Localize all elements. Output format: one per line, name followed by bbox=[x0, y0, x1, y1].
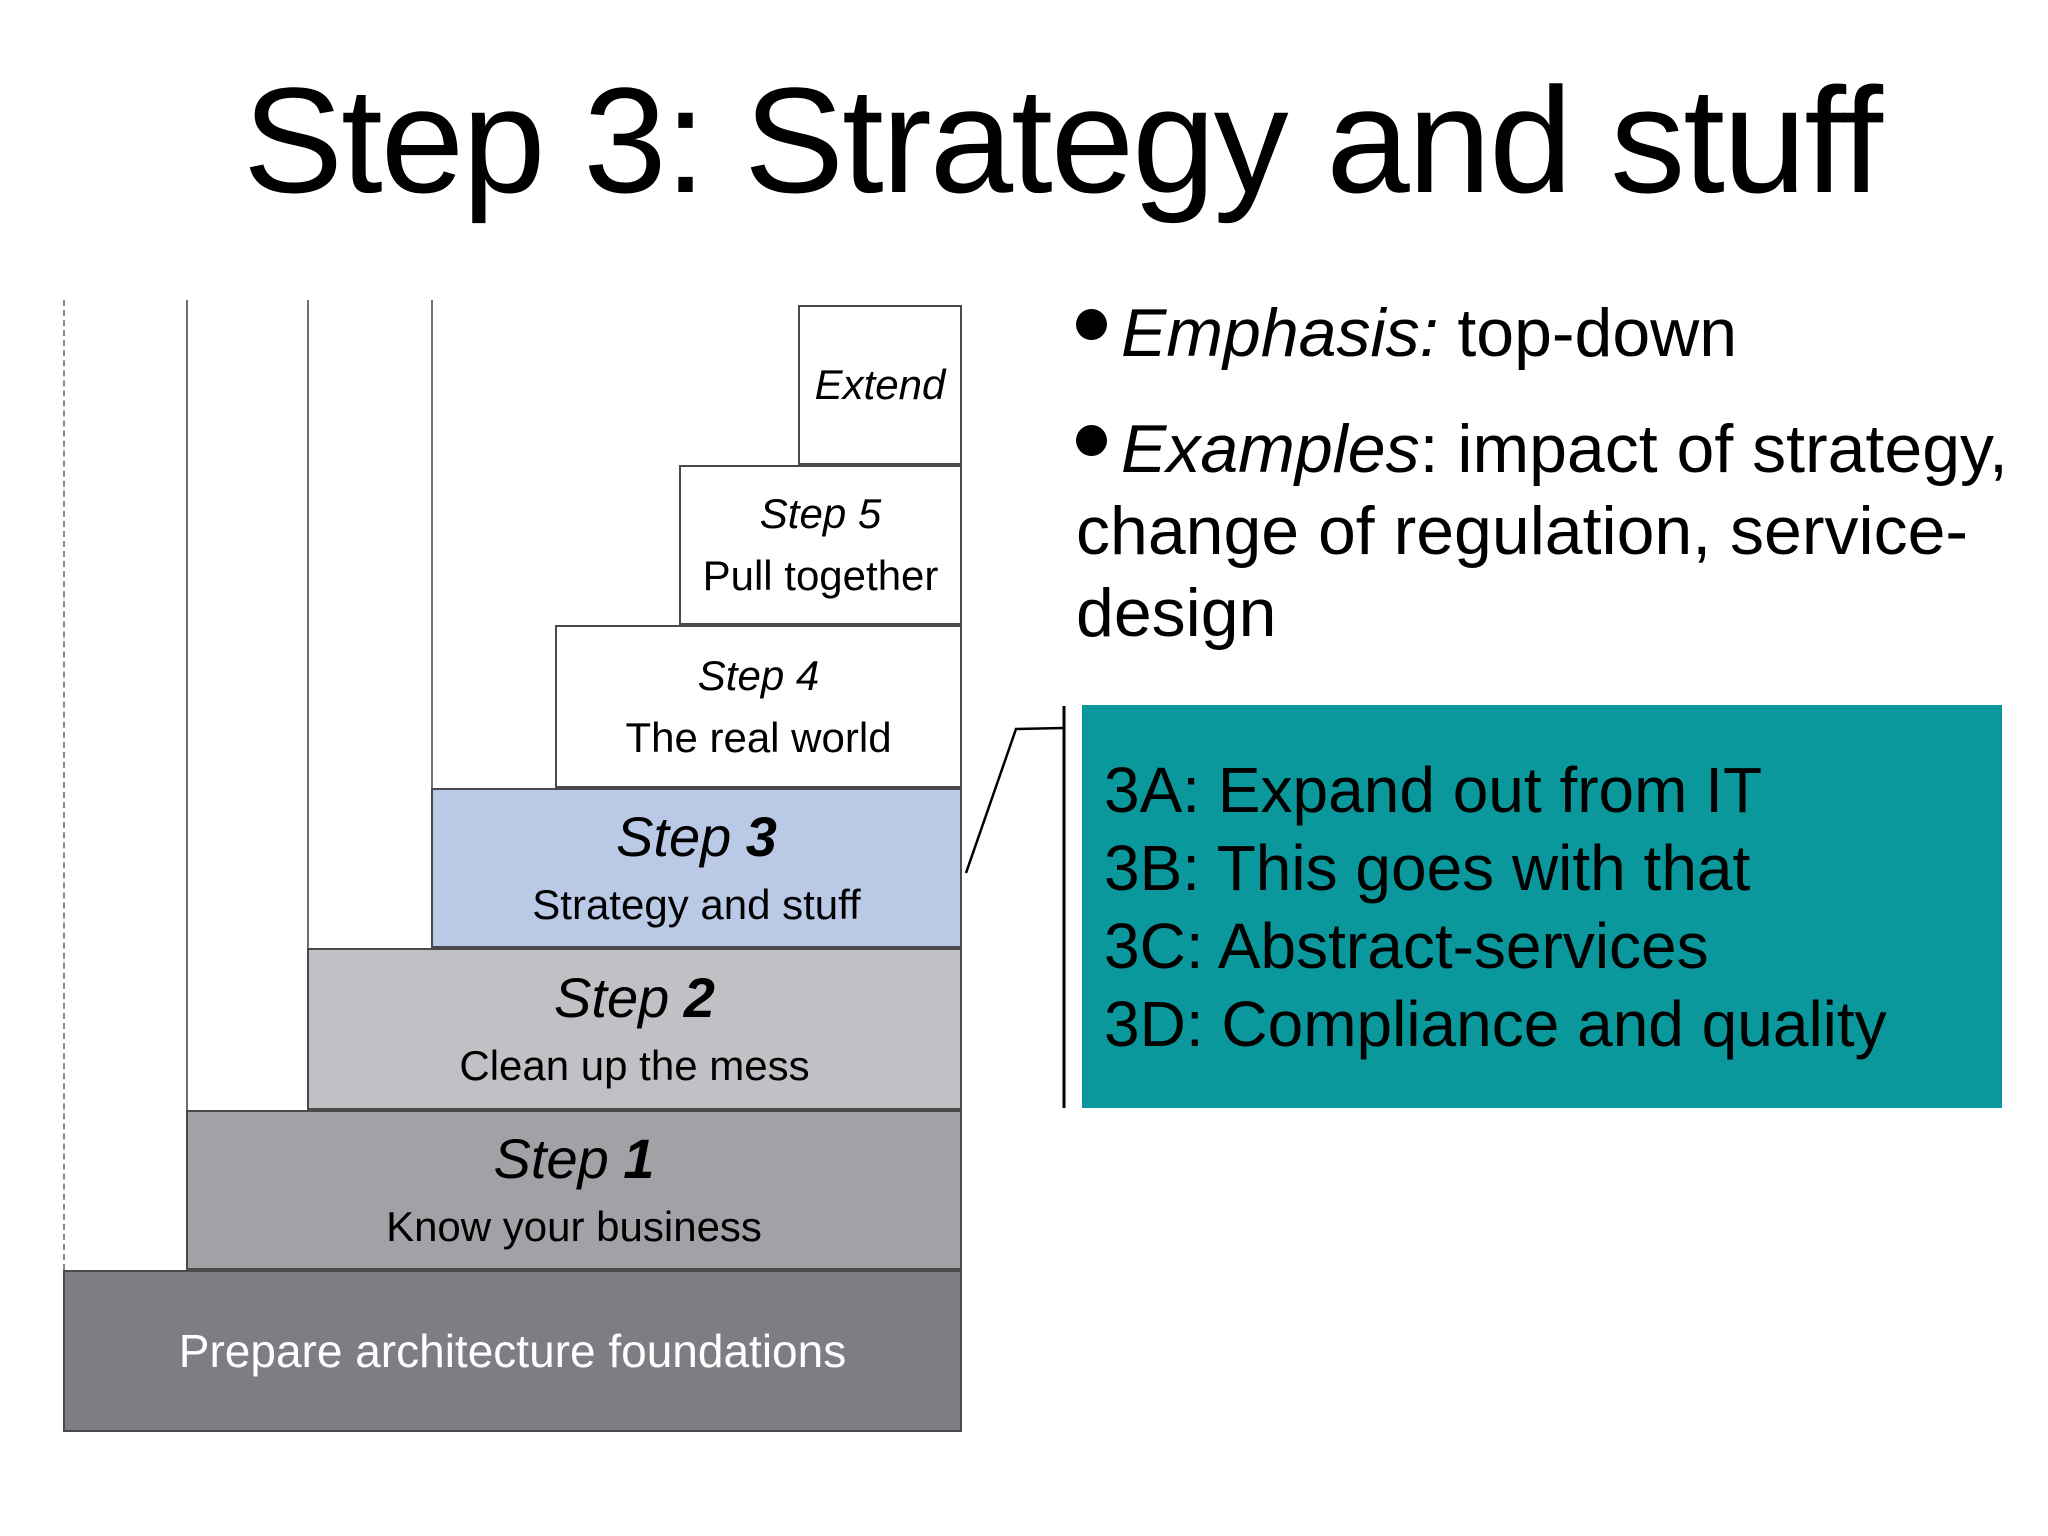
step-box-subtitle: Clean up the mess bbox=[459, 1042, 810, 1089]
step-box-subtitle: Strategy and stuff bbox=[532, 881, 861, 928]
guide-line-step2 bbox=[307, 300, 309, 948]
callout-item-3a: 3A: Expand out from IT bbox=[1104, 754, 1763, 826]
bullet-item-emphasis: Emphasis: top-down bbox=[1076, 292, 2041, 374]
guide-line-step1 bbox=[186, 300, 188, 1110]
step-box-subtitle: Pull together bbox=[702, 552, 939, 599]
callout-item-3b: 3B: This goes with that bbox=[1104, 832, 1751, 904]
page-title: Step 3: Strategy and stuff bbox=[243, 56, 1883, 224]
foundation-bar: Prepare architecture foundations bbox=[63, 1270, 962, 1432]
bullet-text: top-down bbox=[1438, 295, 1738, 371]
bullet-lead: Examples bbox=[1121, 411, 1420, 487]
step-box-subtitle: Know your business bbox=[386, 1203, 762, 1250]
step-box-5: Step 5 Pull together bbox=[679, 465, 962, 625]
guide-line-dashed bbox=[63, 300, 65, 1270]
step-box-4: Step 4 The real world bbox=[555, 625, 962, 788]
callout-connector-line bbox=[964, 726, 1065, 874]
step-box-label: Extend bbox=[814, 361, 946, 408]
step-box-extend: Extend bbox=[798, 305, 962, 465]
callout-item-3c: 3C: Abstract-services bbox=[1104, 910, 1709, 982]
callout-box: 3A: Expand out from IT 3B: This goes wit… bbox=[1082, 705, 2002, 1108]
bullet-lead: Emphasis: bbox=[1121, 295, 1439, 371]
bullet-item-examples: Examples: impact of strategy, change of … bbox=[1076, 408, 2041, 654]
foundation-label: Prepare architecture foundations bbox=[178, 1325, 847, 1377]
step-box-title: Step 4 bbox=[697, 651, 820, 699]
guide-line-step3 bbox=[431, 300, 433, 788]
bullet-list: Emphasis: top-down Examples: impact of s… bbox=[1076, 292, 2041, 654]
bullet-icon bbox=[1076, 309, 1107, 340]
bullet-icon bbox=[1076, 425, 1107, 456]
callout-item-3d: 3D: Compliance and quality bbox=[1104, 988, 1887, 1060]
step-box-title: Step 5 bbox=[759, 490, 882, 537]
step-box-subtitle: The real world bbox=[625, 713, 892, 761]
bullet-text: : impact of strategy, change of regulati… bbox=[1076, 411, 2008, 651]
